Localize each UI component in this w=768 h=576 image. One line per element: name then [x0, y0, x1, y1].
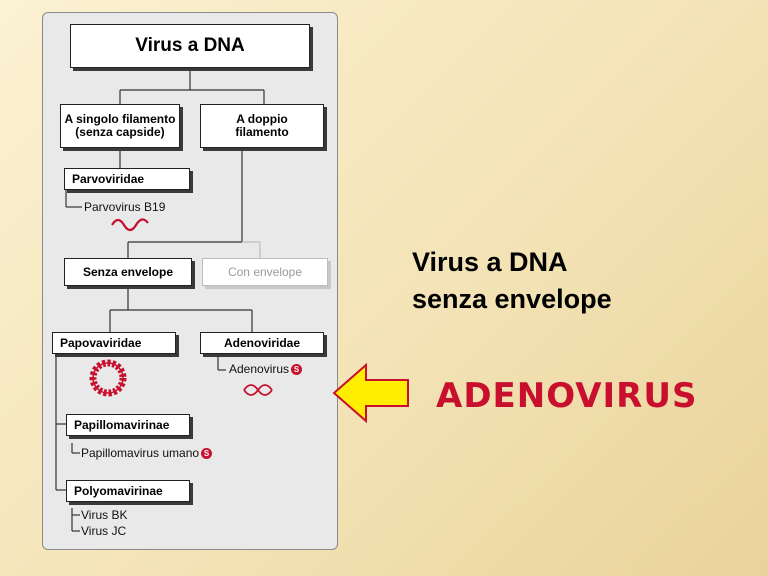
adenoviridae-box: Adenoviridae — [200, 332, 324, 354]
single-strand-label: A singolo filamento (senza capside) — [64, 112, 176, 139]
virus-dna-title: Virus a DNA — [135, 35, 245, 56]
polyomavirinae-label: Polyomavirinae — [74, 483, 163, 498]
papillomavirinae-label: Papillomavirinae — [74, 417, 170, 432]
senza-envelope-box: Senza envelope — [64, 258, 192, 286]
con-envelope-box: Con envelope — [202, 258, 328, 286]
ssdna-wave-icon — [111, 218, 149, 232]
double-strand-label: A doppio filamento — [235, 112, 289, 139]
con-envelope-label: Con envelope — [227, 264, 303, 279]
adenoviridae-label: Adenoviridae — [223, 335, 301, 350]
heading-line-1: Virus a DNA — [412, 247, 568, 277]
parvoviridae-label: Parvoviridae — [72, 171, 145, 186]
senza-envelope-label: Senza envelope — [82, 264, 174, 279]
double-strand-box: A doppio filamento — [200, 104, 324, 148]
left-arrow-icon — [332, 362, 409, 424]
virus-bk-label: Virus BK — [81, 508, 128, 522]
virus-dna-box: Virus a DNA — [70, 24, 310, 68]
single-strand-box: A singolo filamento (senza capside) — [60, 104, 180, 148]
virus-jc-label: Virus JC — [81, 524, 127, 538]
parvovirus-b19-label: Parvovirus B19 — [84, 200, 166, 214]
adenovirus-highlight: ADENOVIRUS — [436, 376, 698, 416]
polyomavirinae-box: Polyomavirinae — [66, 480, 190, 502]
s-badge-icon: S — [291, 364, 303, 375]
papillomavirinae-box: Papillomavirinae — [66, 414, 190, 436]
parvoviridae-box: Parvoviridae — [64, 168, 190, 190]
papovaviridae-label: Papovaviridae — [60, 335, 142, 350]
dsdna-helix-icon — [243, 384, 273, 396]
heading-line-2: senza envelope — [412, 284, 612, 314]
papovaviridae-box: Papovaviridae — [52, 332, 176, 354]
circular-dna-icon — [89, 359, 127, 397]
s-badge-icon: S — [201, 448, 213, 459]
slide-heading: Virus a DNA senza envelope — [412, 244, 612, 318]
adenovirus-label: Adenovirus — [229, 362, 290, 376]
papillomavirus-umano-label: Papillomavirus umano — [81, 446, 200, 460]
